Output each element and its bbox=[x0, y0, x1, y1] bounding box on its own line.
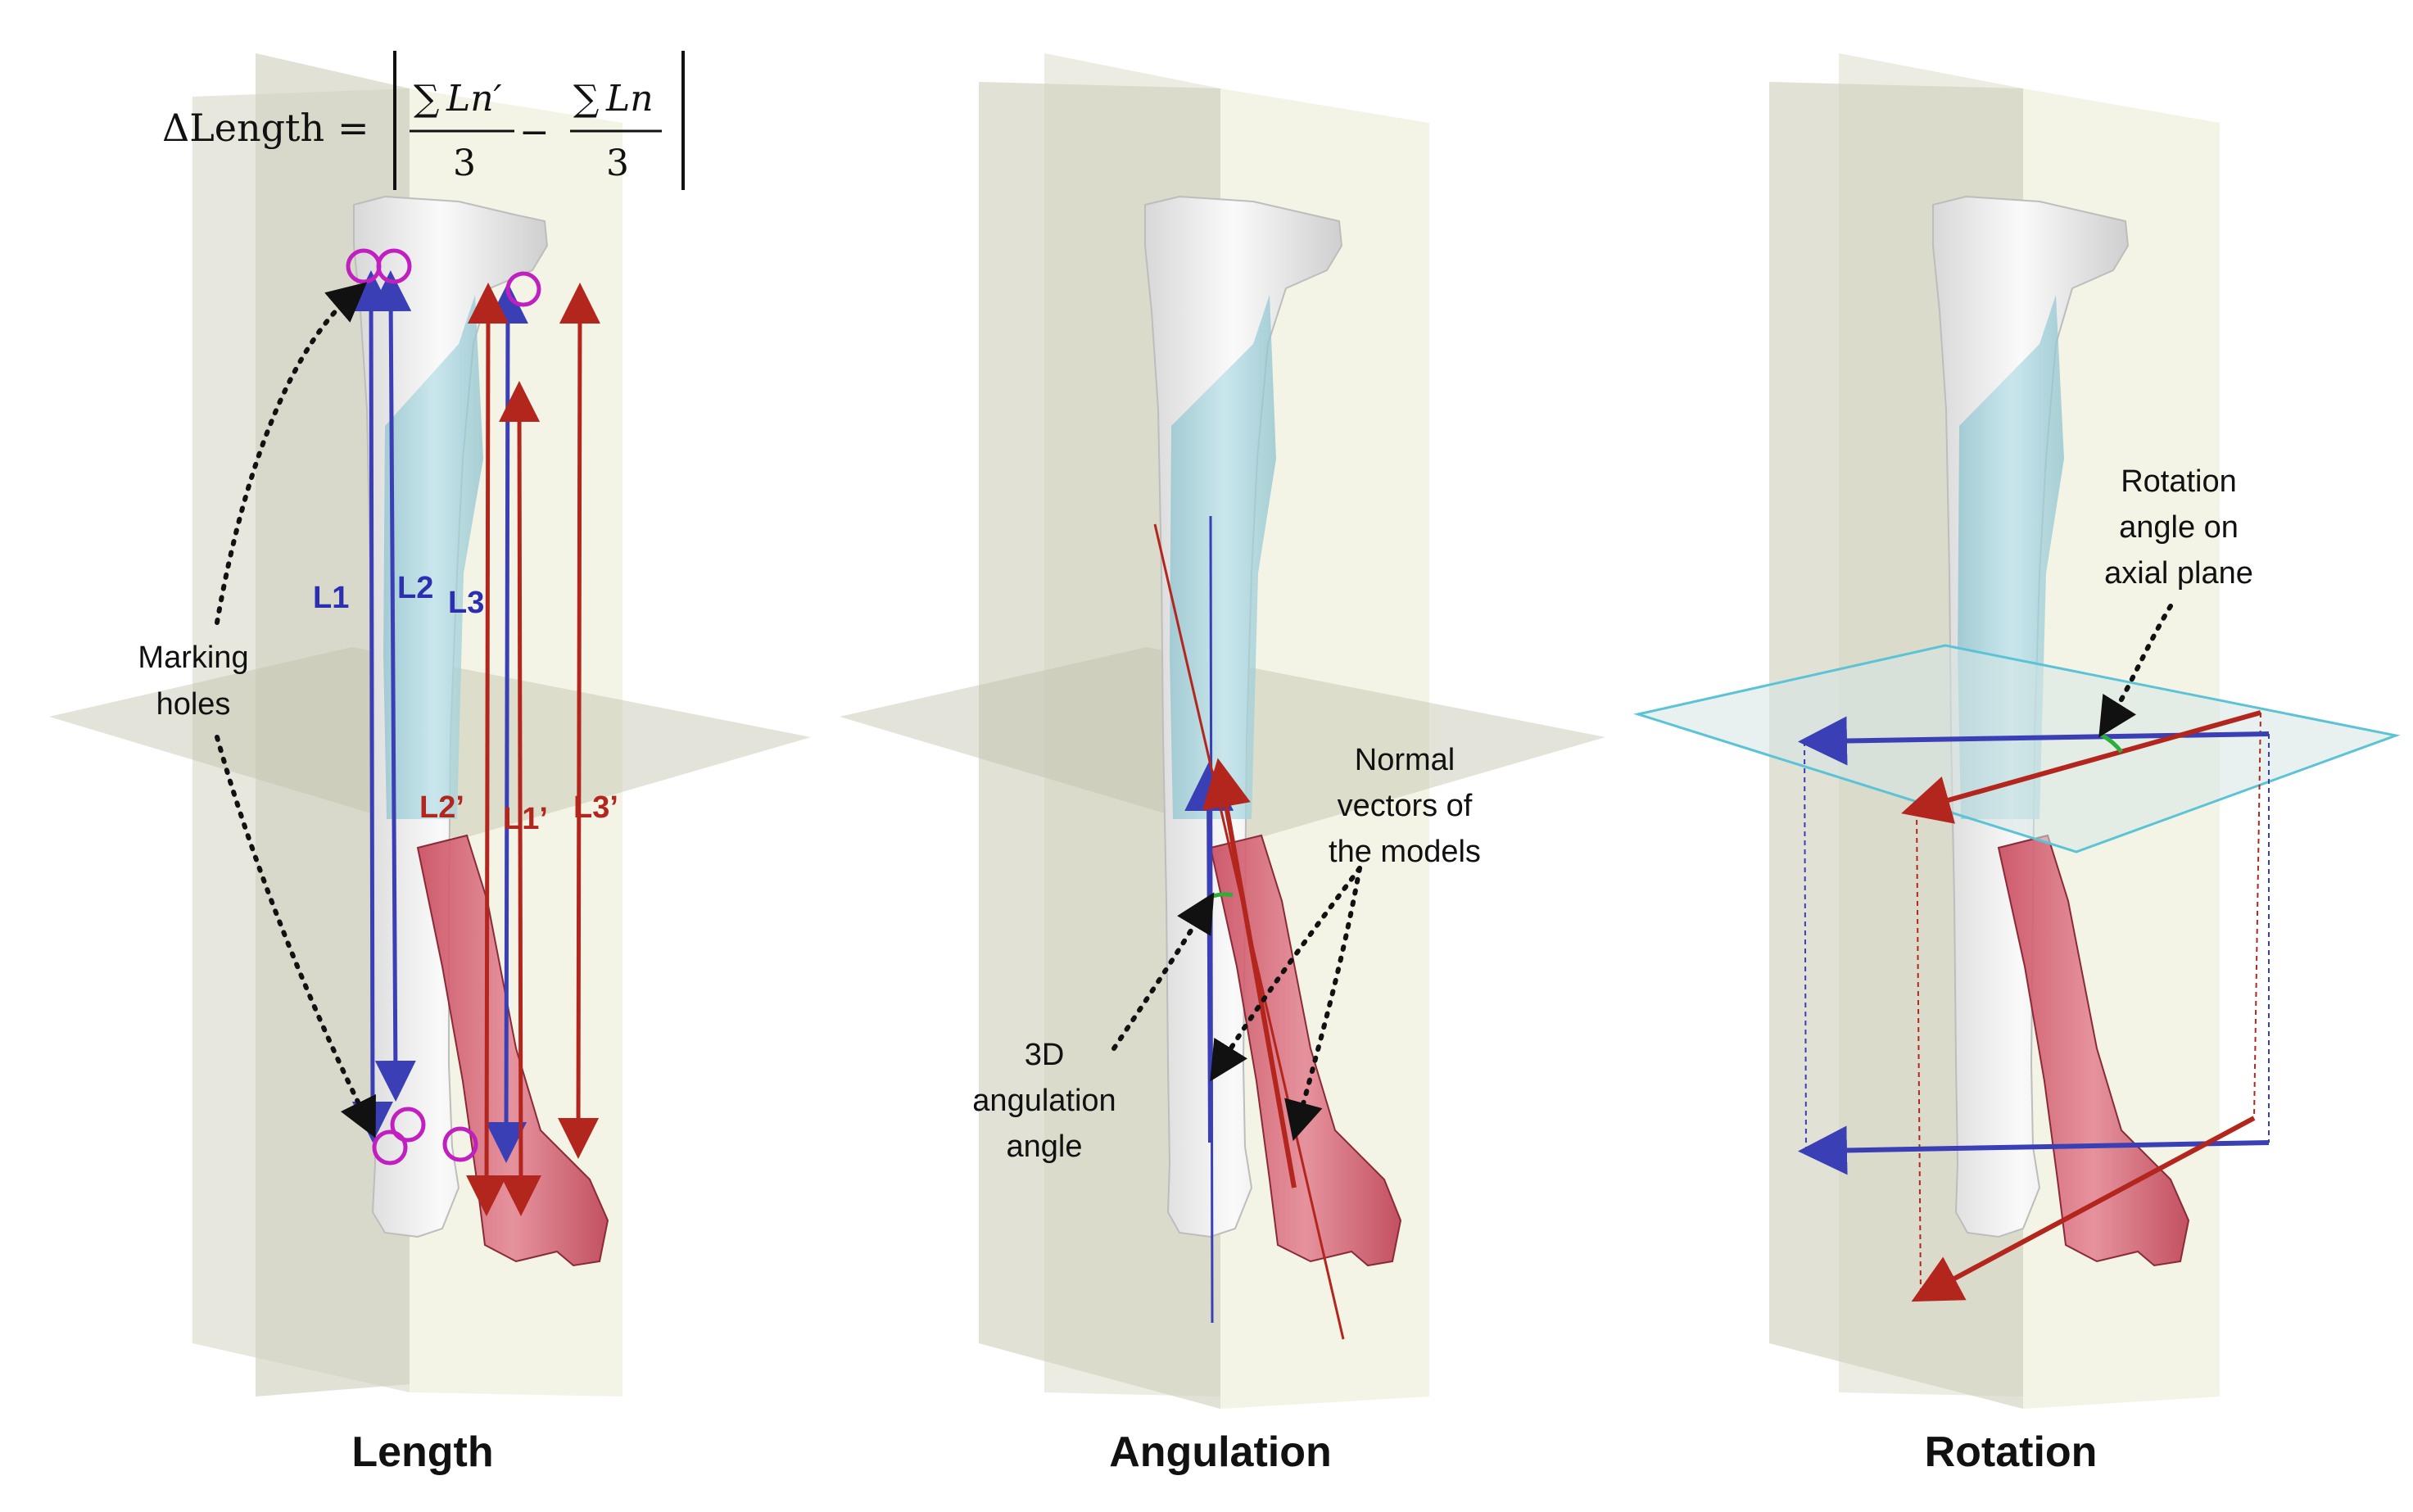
rotation-vector-blue-top bbox=[1798, 716, 2270, 766]
marking-holes-label-line2: holes bbox=[156, 687, 231, 722]
delta-length-formula: ΔLength = ∑ Ln′ 3 − ∑ Ln 3 bbox=[162, 51, 685, 190]
measure-l2p-arrow bbox=[466, 283, 509, 1216]
formula-equals: = bbox=[337, 106, 369, 150]
normals-pointer-2 bbox=[1284, 866, 1362, 1142]
axial-plane bbox=[1633, 644, 2401, 853]
rotation-label-line2: angle on bbox=[2119, 510, 2239, 545]
formula-term2: Ln bbox=[605, 78, 654, 120]
rotation-vector-blue-bottom bbox=[1798, 1125, 2270, 1175]
panel-angulation: Normal vectors of the models 3D angulati… bbox=[840, 53, 1605, 1476]
angle-pointer bbox=[1111, 892, 1215, 1051]
formula-denominator-1: 3 bbox=[453, 143, 476, 184]
formula-sum-1: ∑ bbox=[414, 78, 439, 120]
projection-lines bbox=[1804, 712, 2270, 1295]
formula-denominator-2: 3 bbox=[606, 143, 629, 184]
panel-title-length: Length bbox=[351, 1428, 493, 1476]
normals-label-line2: vectors of bbox=[1338, 789, 1473, 823]
measure-l1p-arrow bbox=[499, 381, 541, 1216]
normals-pointer-1 bbox=[1210, 866, 1362, 1082]
label-l1-prime: L1’ bbox=[503, 802, 548, 836]
marking-hole-marker bbox=[442, 1126, 478, 1162]
label-l2-prime: L2’ bbox=[419, 790, 464, 825]
marking-hole-marker bbox=[376, 248, 412, 284]
normals-label-line1: Normal bbox=[1355, 743, 1455, 777]
rotation-label-line1: Rotation bbox=[2121, 464, 2237, 499]
panel-length: L1 L2 L3 L2’ L1’ L3’ Marking holes ΔLeng… bbox=[49, 51, 811, 1476]
tibia-distal-segment bbox=[1209, 834, 1402, 1267]
measure-l3-arrow bbox=[486, 283, 528, 1163]
angle-label-line2: angulation bbox=[972, 1084, 1116, 1118]
marking-hole-marker bbox=[372, 1129, 408, 1166]
panel-title-rotation: Rotation bbox=[1925, 1428, 2098, 1476]
marking-holes-label-line1: Marking bbox=[138, 641, 248, 675]
normal-vector-red-bold bbox=[1202, 758, 1297, 1188]
panel-title-angulation: Angulation bbox=[1109, 1428, 1332, 1476]
angle-label-line1: 3D bbox=[1025, 1038, 1065, 1072]
rotation-angle-pointer bbox=[2098, 604, 2173, 738]
angle-label-line3: angle bbox=[1007, 1129, 1083, 1164]
formula-lhs: ΔLength bbox=[162, 106, 324, 150]
marking-hole-marker bbox=[505, 271, 541, 307]
rotation-label-line3: axial plane bbox=[2104, 556, 2253, 591]
rotation-vector-red-top bbox=[1901, 710, 2261, 824]
label-l1: L1 bbox=[313, 581, 349, 615]
measure-l2-arrow bbox=[370, 270, 416, 1102]
formula-term1: Ln′ bbox=[446, 78, 502, 120]
marking-hole-marker bbox=[390, 1107, 426, 1143]
tibia-distal-segment bbox=[1997, 834, 2190, 1267]
label-l3-prime: L3’ bbox=[573, 790, 618, 825]
marking-holes-pointer-bottom bbox=[215, 735, 376, 1139]
normal-vector-blue-bold bbox=[1184, 762, 1234, 1143]
panel-rotation: Rotation angle on axial plane Rotation bbox=[1633, 53, 2401, 1476]
formula-sum-2: ∑ bbox=[573, 78, 599, 120]
rotation-vector-red-bottom bbox=[1911, 1116, 2256, 1302]
normals-label-line3: the models bbox=[1329, 835, 1481, 869]
tibia-proximal-segment bbox=[1170, 295, 1276, 819]
measure-l1-arrow bbox=[351, 270, 393, 1143]
label-l2: L2 bbox=[397, 571, 433, 605]
formula-minus: − bbox=[519, 111, 550, 153]
label-l3: L3 bbox=[448, 586, 484, 620]
measure-l3p-arrow bbox=[558, 283, 600, 1159]
